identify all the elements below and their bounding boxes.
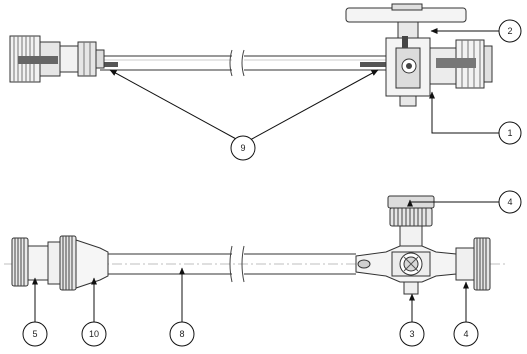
leader-lines: [32, 28, 500, 322]
callout-4-top: 4: [498, 190, 522, 214]
callout-5-label: 5: [32, 329, 37, 339]
callout-3: 3: [399, 321, 425, 347]
callout-2-label: 2: [507, 26, 512, 36]
callout-8-label: 8: [179, 329, 184, 339]
callout-4-bottom-label: 4: [463, 329, 468, 339]
callout-4-bottom: 4: [453, 321, 479, 347]
callout-1: 1: [498, 121, 522, 145]
leader-4-top: [407, 199, 500, 207]
callout-10: 10: [81, 321, 107, 347]
callout-9: 9: [230, 135, 256, 161]
callout-9-label: 9: [240, 143, 245, 153]
top-assembly-section-view: [9, 3, 493, 107]
callout-5: 5: [22, 321, 48, 347]
left-knurled-cap: [11, 237, 49, 287]
leader-9-left: [109, 69, 239, 141]
callout-3-label: 3: [409, 329, 414, 339]
left-connector: [47, 235, 109, 291]
top-tube: [100, 49, 398, 77]
top-left-connector: [9, 35, 105, 83]
callout-8: 8: [169, 321, 195, 347]
callout-1-label: 1: [507, 128, 512, 138]
callout-2: 2: [498, 19, 522, 43]
callout-4-top-label: 4: [507, 197, 512, 207]
bottom-assembly-exterior-view: [4, 195, 508, 295]
top-valve-body: [345, 3, 493, 107]
callout-bubbles: 9 2 1 4 5 10 8 3: [22, 19, 522, 347]
callout-10-label: 10: [89, 329, 99, 339]
leader-1: [429, 91, 500, 134]
four-way-stopcock: [355, 195, 491, 295]
leader-9-right: [249, 69, 379, 141]
bottom-tube: [108, 245, 356, 283]
